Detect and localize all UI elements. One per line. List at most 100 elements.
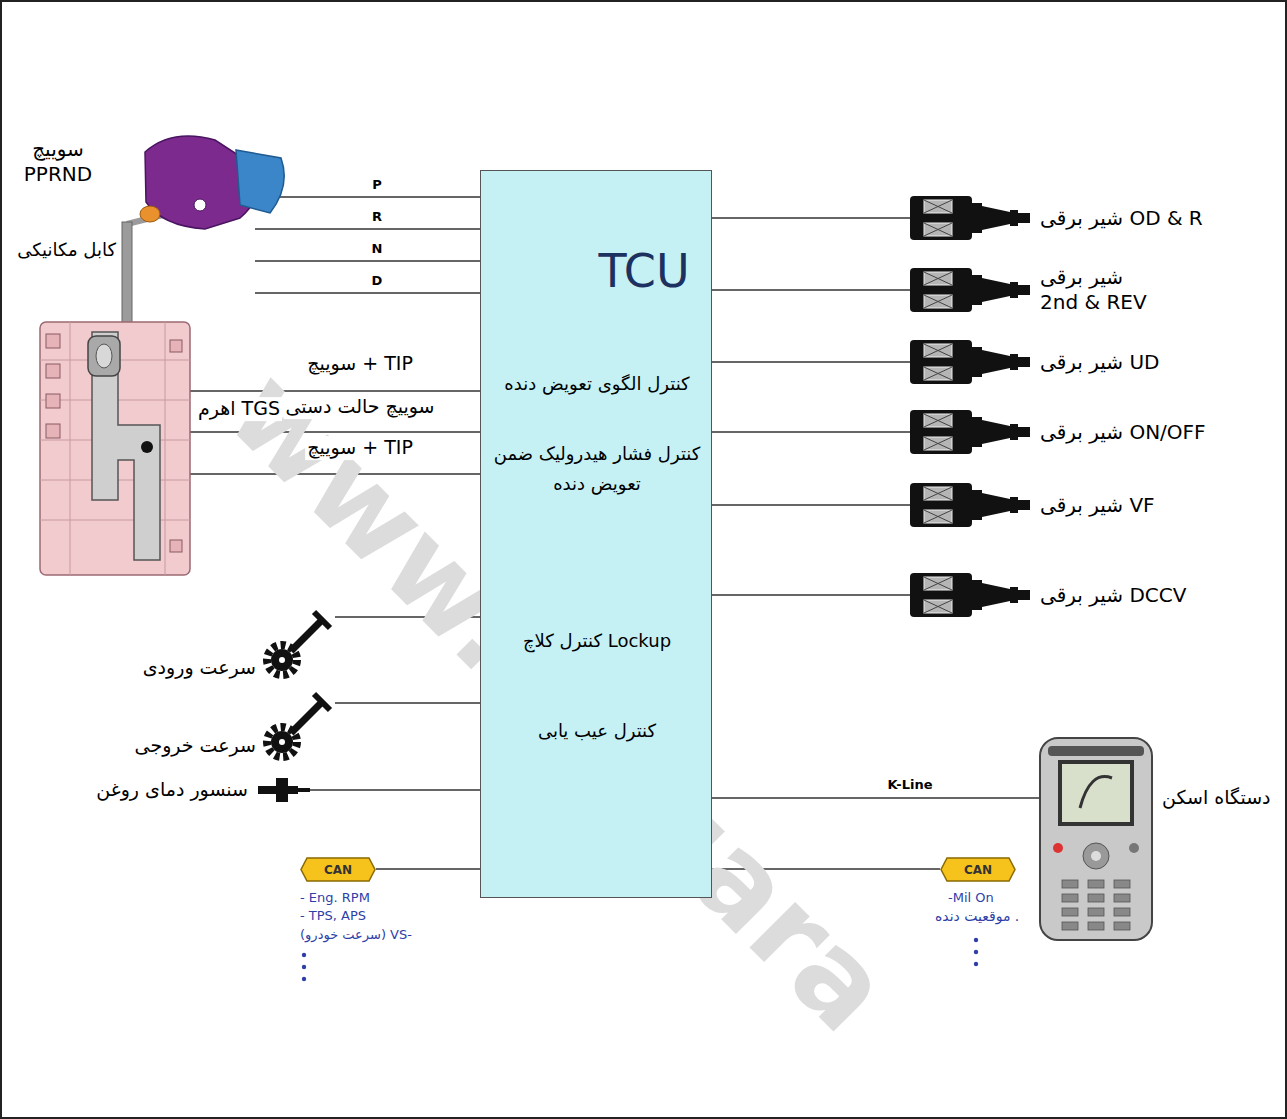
tgs-lever xyxy=(40,322,190,575)
continuation-dots xyxy=(302,953,306,957)
tgs-lever xyxy=(46,424,60,438)
signal-wire xyxy=(255,260,480,262)
pprnd-switch: سوییچ PPRND xyxy=(150,135,255,300)
continuation-dots xyxy=(974,950,978,954)
solenoid-valve xyxy=(910,483,1030,527)
mechanical-cable xyxy=(122,222,132,326)
tgs-lever xyxy=(40,322,190,575)
signal-wire xyxy=(712,594,910,596)
scan-tool xyxy=(1053,843,1063,853)
tcu-box-label: کنترل فشار هیدرولیک ضمن تعویض دنده xyxy=(487,439,707,499)
solenoid-valve: شیر برقی DCCV xyxy=(910,572,1030,618)
tcu-box-label: کنترل کلاچ Lockup xyxy=(487,626,707,656)
signal-wire xyxy=(255,292,480,294)
signal-wire xyxy=(712,797,1040,799)
input-speed-sensor xyxy=(267,612,330,675)
solenoid-valve-label: شیر برقی UD xyxy=(1040,350,1159,375)
can-tag-outline xyxy=(941,858,1015,881)
wire-label: K-Line xyxy=(885,777,934,793)
scan-tool xyxy=(1083,843,1109,869)
can-bus-tag: CAN xyxy=(940,857,1016,882)
note-label: - Eng. RPM xyxy=(300,890,370,906)
solenoid-valve-label: شیر برقی DCCV xyxy=(1040,583,1186,608)
scan-tool xyxy=(1091,851,1101,861)
scan-tool xyxy=(1040,738,1152,940)
signal-wire xyxy=(712,431,910,433)
note-label: موقعیت دنده . xyxy=(935,908,1019,926)
scan-tool xyxy=(1129,843,1139,853)
scan-tool xyxy=(1062,880,1078,888)
solenoid-valve xyxy=(910,196,1030,240)
signal-wire xyxy=(712,504,910,506)
solenoid-valve-label: شیر برقی ON/OFF xyxy=(1040,420,1206,445)
tgs-lever-label: اهرم TGS xyxy=(196,397,282,421)
solenoid-valve xyxy=(910,340,1030,384)
pprnd-switch xyxy=(140,206,160,222)
scan-tool xyxy=(1114,908,1130,916)
solenoid-valve: شیر برقی VF xyxy=(910,482,1030,528)
pprnd-switch xyxy=(236,150,284,213)
wire-label: سوییچ حالت دستی xyxy=(283,395,436,419)
solenoid-valve-label: شیر برقی 2nd & REV xyxy=(1040,265,1148,315)
solenoid-valve-label: شیر برقی VF xyxy=(1040,493,1155,518)
scan-tool xyxy=(1088,922,1104,930)
solenoid-valve xyxy=(910,573,1030,617)
wire-label: سوییچ + TIP xyxy=(305,352,415,376)
solenoid-valve-label: شیر برقی OD & R xyxy=(1040,206,1203,231)
scan-tool xyxy=(1088,880,1104,888)
tgs-lever: اهرم TGS xyxy=(40,322,190,575)
note-label: کابل مکانیکی xyxy=(17,239,116,262)
signal-wire xyxy=(310,789,480,791)
solenoid-valve xyxy=(910,410,1030,454)
input-speed-sensor: سرعت ورودی xyxy=(262,600,335,680)
solenoid-valve: شیر برقی 2nd & REV xyxy=(910,267,1030,313)
tgs-lever xyxy=(46,334,60,348)
tgs-lever xyxy=(88,336,120,376)
can-tag-outline xyxy=(301,858,375,881)
tgs-lever xyxy=(170,540,182,552)
scan-tool xyxy=(1060,762,1132,824)
oil-temp-sensor xyxy=(258,778,310,802)
scan-tool xyxy=(1062,922,1078,930)
scan-tool xyxy=(1114,880,1130,888)
solenoid-valve: شیر برقی OD & R xyxy=(910,195,1030,241)
scan-tool-label: دستگاه اسکن xyxy=(1162,786,1271,810)
mechanical-cable xyxy=(122,212,175,326)
tgs-lever xyxy=(141,441,153,453)
tgs-lever xyxy=(46,394,60,408)
can-bus-tag-label: CAN xyxy=(964,862,992,877)
tgs-lever xyxy=(46,364,60,378)
solenoid-valve: شیر برقی UD xyxy=(910,339,1030,385)
tcu-box: TCUکنترل الگوی تعویض دندهکنترل فشار هیدر… xyxy=(480,170,712,898)
scan-tool xyxy=(1048,746,1144,756)
oil-temp-sensor xyxy=(298,788,310,792)
scan-tool: دستگاه اسکن xyxy=(1040,738,1152,940)
input-speed-sensor-label: سرعت ورودی xyxy=(143,656,256,680)
scan-tool xyxy=(1088,894,1104,902)
tcu-box-label: کنترل عیب یابی xyxy=(487,716,707,746)
wire-label: N xyxy=(370,241,385,257)
wire-label: P xyxy=(370,177,384,193)
output-speed-sensor xyxy=(267,694,330,757)
continuation-dots xyxy=(302,965,306,969)
signal-wire xyxy=(255,196,480,198)
tgs-lever xyxy=(40,322,190,575)
signal-wire xyxy=(255,228,480,230)
oil-temp-sensor-label: سنسور دمای روغن xyxy=(96,778,248,802)
tgs-lever xyxy=(96,344,112,368)
scan-tool xyxy=(1062,908,1078,916)
signal-wire xyxy=(335,702,480,704)
continuation-dots xyxy=(974,938,978,942)
pprnd-switch xyxy=(194,199,206,211)
signal-wire xyxy=(712,217,910,219)
wire-label: R xyxy=(370,209,384,225)
note-label: -VS (سرعت خودرو) xyxy=(300,927,412,943)
tgs-lever xyxy=(92,332,160,560)
continuation-dots xyxy=(974,962,978,966)
wire-label: سوییچ + TIP xyxy=(305,436,415,460)
output-speed-sensor-label: سرعت خروجی xyxy=(135,734,256,758)
pprnd-switch xyxy=(140,136,284,229)
signal-wire xyxy=(712,361,910,363)
